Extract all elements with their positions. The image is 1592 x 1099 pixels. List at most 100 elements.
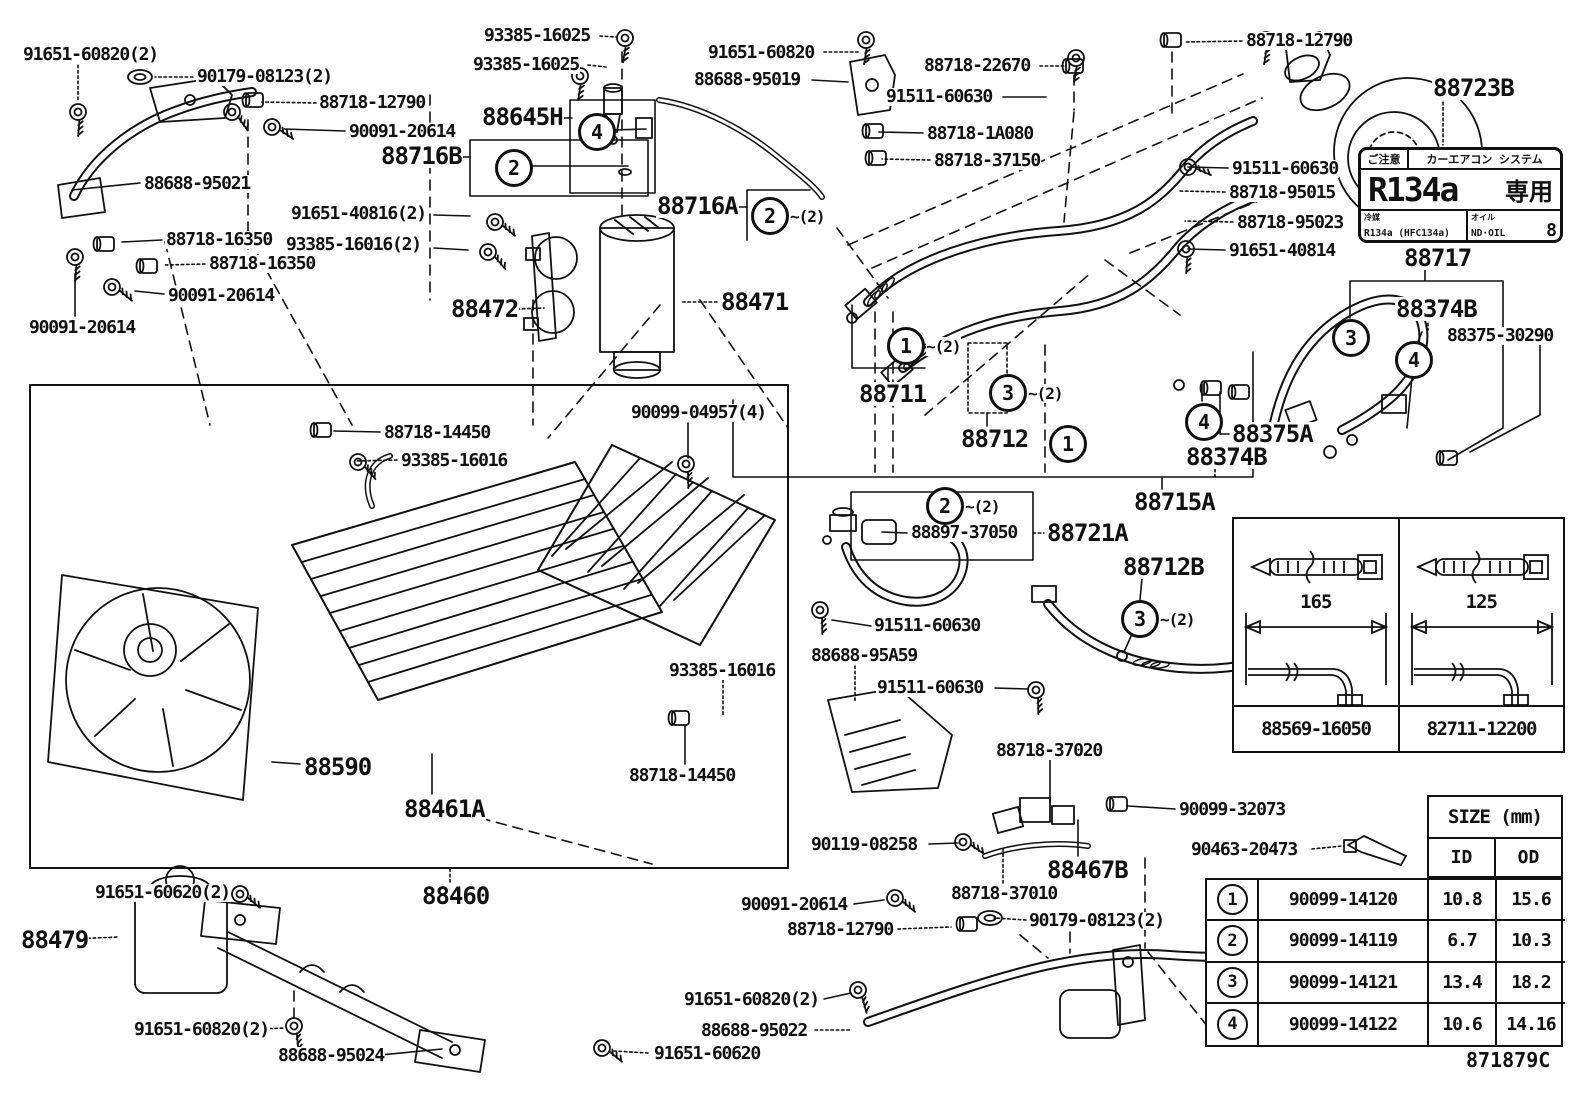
leader-lines: [71, 79, 1426, 1056]
part-number-label: 90099-04957(4): [630, 402, 767, 423]
callout-2: 2~(2): [926, 487, 1001, 525]
clamp-part-number: 88569-16050: [1234, 705, 1398, 751]
size-row-od: 14.16: [1506, 1013, 1556, 1035]
part-number-label: 90091-20614: [348, 121, 456, 142]
part-number-label: 88718-22670: [923, 55, 1031, 76]
size-row-od: 10.3: [1497, 921, 1565, 963]
size-row-num: 4: [1207, 1003, 1259, 1045]
clamp-grommet-icons: [92, 32, 1458, 932]
part-number-label: 88718-37150: [933, 150, 1041, 171]
size-row-id: 6.7: [1429, 921, 1497, 963]
part-number-label: 88718-14450: [628, 765, 736, 786]
part-number-label: 88718-14450: [383, 422, 491, 443]
callout-number: 4: [1185, 403, 1223, 441]
callout-number: 3: [1332, 319, 1370, 357]
part-number-label: 88374B: [1395, 295, 1478, 323]
clamp-length: 125: [1465, 591, 1498, 613]
part-number-label: 91651-40816(2): [290, 203, 427, 224]
callout-2: 2~(2): [751, 197, 826, 235]
size-row-num: 3: [1207, 962, 1259, 1004]
callout-4: 4: [1395, 341, 1433, 379]
part-number-label: 91511-60630: [885, 86, 993, 107]
part-number-label: 93385-16016(2): [285, 234, 422, 255]
oil-amount: 8: [1546, 219, 1557, 241]
clamp-length-table: 165 88569-16050 125 82711-12200: [1232, 517, 1565, 753]
part-number-label: 88688-95A59: [810, 645, 918, 666]
size-row-part: 90099-14121: [1259, 962, 1429, 1004]
part-number-label: 88711: [858, 380, 927, 408]
callout-number: 2: [926, 487, 964, 525]
part-number-label: 88375-30290: [1446, 325, 1554, 346]
part-number-label: 88716A: [656, 192, 739, 220]
part-number-label: 88688-95021: [143, 173, 251, 194]
part-number-label: 90091-20614: [28, 317, 136, 338]
part-number-label: 88472: [450, 295, 519, 323]
callout-quantity: ~(2): [965, 496, 1001, 516]
part-number-label: 88718-1A080: [926, 123, 1034, 144]
part-number-label: 91651-60820: [707, 42, 815, 63]
callout-quantity: ~(2): [926, 336, 962, 356]
callout-3: 3~(2): [989, 374, 1064, 412]
callout-number: 3: [1121, 600, 1159, 638]
size-row-part: 90099-14119: [1259, 921, 1429, 963]
part-number-label: 88718-16350: [165, 229, 273, 250]
part-number-label: 88897-37050: [910, 522, 1018, 543]
part-number-label: 88715A: [1133, 488, 1216, 516]
refrigerant-caution-label: ご注意 カーエアコン システム R134a 専用 冷媒 R134a (HFC13…: [1358, 147, 1563, 243]
part-number-label: 88723B: [1432, 74, 1515, 102]
part-number-label: 91651-40814: [1228, 240, 1336, 261]
size-row-part: 90099-14120: [1259, 880, 1429, 922]
part-number-label: 88688-95024: [277, 1045, 385, 1066]
clamp-part-number: 82711-12200: [1399, 705, 1563, 751]
part-number-label: 88645H: [481, 103, 564, 131]
clamp-column: 125 82711-12200: [1399, 519, 1563, 751]
refrigerant-row-label: 冷媒: [1364, 212, 1380, 222]
part-number-label: 88471: [720, 288, 789, 316]
size-row-id: 10.6: [1429, 1003, 1497, 1045]
part-number-label: 88718-37010: [950, 883, 1058, 904]
part-number-label: 88718-16350: [208, 253, 316, 274]
part-number-label: 88716B: [380, 142, 463, 170]
callout-1: 1: [1049, 425, 1087, 463]
part-number-label: 88688-95019: [693, 69, 801, 90]
part-number-label: 93385-16025: [483, 25, 591, 46]
size-row-num: 2: [1207, 921, 1259, 963]
size-row-part: 90099-14122: [1259, 1003, 1429, 1045]
part-number-label: 88712: [960, 425, 1029, 453]
callout-3: 3~(2): [1121, 600, 1196, 638]
part-number-label: 88718-12790: [318, 92, 426, 113]
part-number-label: 91511-60630: [876, 677, 984, 698]
part-number-label: 88460: [421, 882, 490, 910]
oil-row-label: オイル: [1470, 212, 1495, 222]
part-number-label: 90119-08258: [810, 834, 918, 855]
part-number-label: 93385-16016: [400, 450, 508, 471]
part-number-label: 88717: [1403, 244, 1472, 272]
part-number-label: 91651-60820(2): [133, 1019, 270, 1040]
callout-number: 4: [1395, 341, 1433, 379]
cable-tie-icon: [1343, 835, 1407, 866]
clamp-column: 165 88569-16050: [1234, 519, 1400, 751]
part-number-label: 90179-08123(2): [196, 66, 333, 87]
callout-quantity: ~(2): [790, 206, 826, 226]
callout-number: 1: [1049, 425, 1087, 463]
exclusive-use-text: 専用: [1505, 177, 1553, 206]
part-number-label: 88375A: [1231, 420, 1314, 448]
size-row-od: 18.2: [1497, 963, 1565, 1004]
part-number-label: 88461A: [403, 795, 486, 823]
size-row-id: 13.4: [1429, 962, 1497, 1004]
part-number-label: 90091-20614: [167, 285, 275, 306]
size-col-id: ID: [1429, 839, 1496, 876]
callout-number: 3: [989, 374, 1027, 412]
callout-quantity: ~(2): [1028, 383, 1064, 403]
callout-number: 2: [751, 197, 789, 235]
caution-header-right: カーエアコン システム: [1426, 152, 1543, 166]
part-number-label: 88712B: [1122, 553, 1205, 581]
refrigerant-row-value: R134a (HFC134a): [1364, 228, 1450, 239]
part-number-label: 88718-12790: [786, 919, 894, 940]
part-number-label: 93385-16025: [472, 54, 580, 75]
part-number-label: 88718-95023: [1236, 212, 1344, 233]
part-number-label: 88479: [20, 926, 89, 954]
part-number-label: 91651-60820(2): [22, 44, 159, 65]
callout-number: 1: [887, 327, 925, 365]
callout-2: 2: [495, 149, 533, 187]
